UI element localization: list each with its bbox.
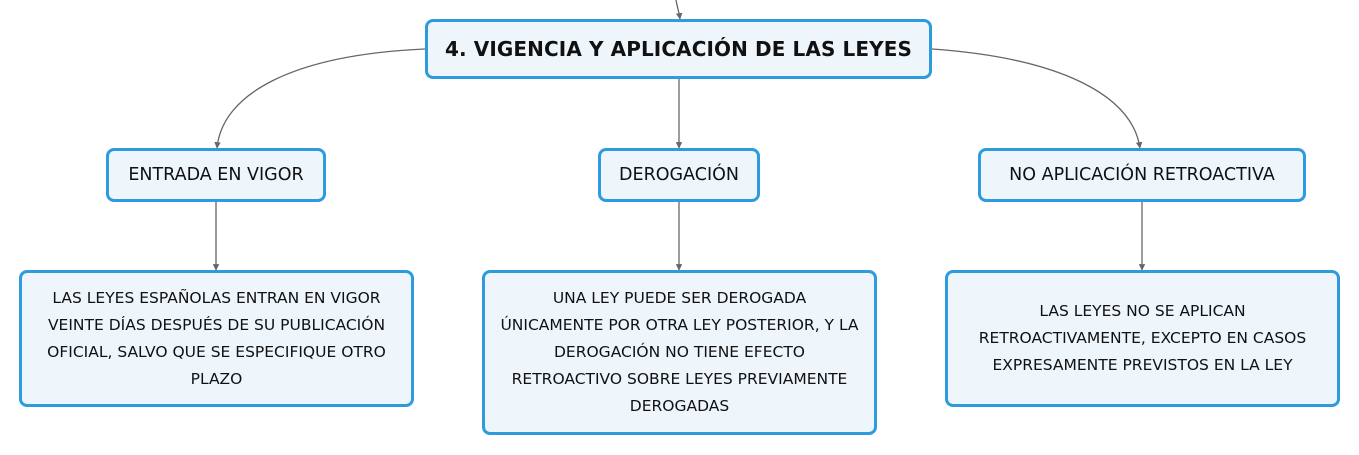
- root-topic-label: 4. VIGENCIA Y APLICACIÓN DE LAS LEYES: [445, 37, 912, 61]
- branch-node-entrada-en-vigor[interactable]: ENTRADA EN VIGOR: [106, 148, 326, 202]
- branch-node-derogacion[interactable]: DEROGACIÓN: [598, 148, 760, 202]
- detail-node-derogacion[interactable]: UNA LEY PUEDE SER DEROGADA ÚNICAMENTE PO…: [482, 270, 877, 435]
- connector-root-to-branch-1: [214, 48, 426, 149]
- detail-text: LAS LEYES ESPAÑOLAS ENTRAN EN VIGOR VEIN…: [47, 288, 386, 388]
- branch-label: DEROGACIÓN: [619, 165, 739, 185]
- root-topic-node[interactable]: 4. VIGENCIA Y APLICACIÓN DE LAS LEYES: [425, 19, 932, 79]
- connector-root-to-branch-3: [931, 48, 1143, 149]
- detail-text: UNA LEY PUEDE SER DEROGADA ÚNICAMENTE PO…: [500, 289, 859, 415]
- branch-label: NO APLICACIÓN RETROACTIVA: [1009, 165, 1275, 185]
- detail-node-entrada-en-vigor[interactable]: LAS LEYES ESPAÑOLAS ENTRAN EN VIGOR VEIN…: [19, 270, 414, 407]
- branch-node-no-aplicacion-retroactiva[interactable]: NO APLICACIÓN RETROACTIVA: [978, 148, 1306, 202]
- detail-node-no-aplicacion-retroactiva[interactable]: LAS LEYES NO SE APLICAN RETROACTIVAMENTE…: [945, 270, 1340, 407]
- branch-label: ENTRADA EN VIGOR: [128, 165, 304, 185]
- detail-text: LAS LEYES NO SE APLICAN RETROACTIVAMENTE…: [978, 302, 1307, 374]
- connector-parent-to-root: [675, 0, 683, 20]
